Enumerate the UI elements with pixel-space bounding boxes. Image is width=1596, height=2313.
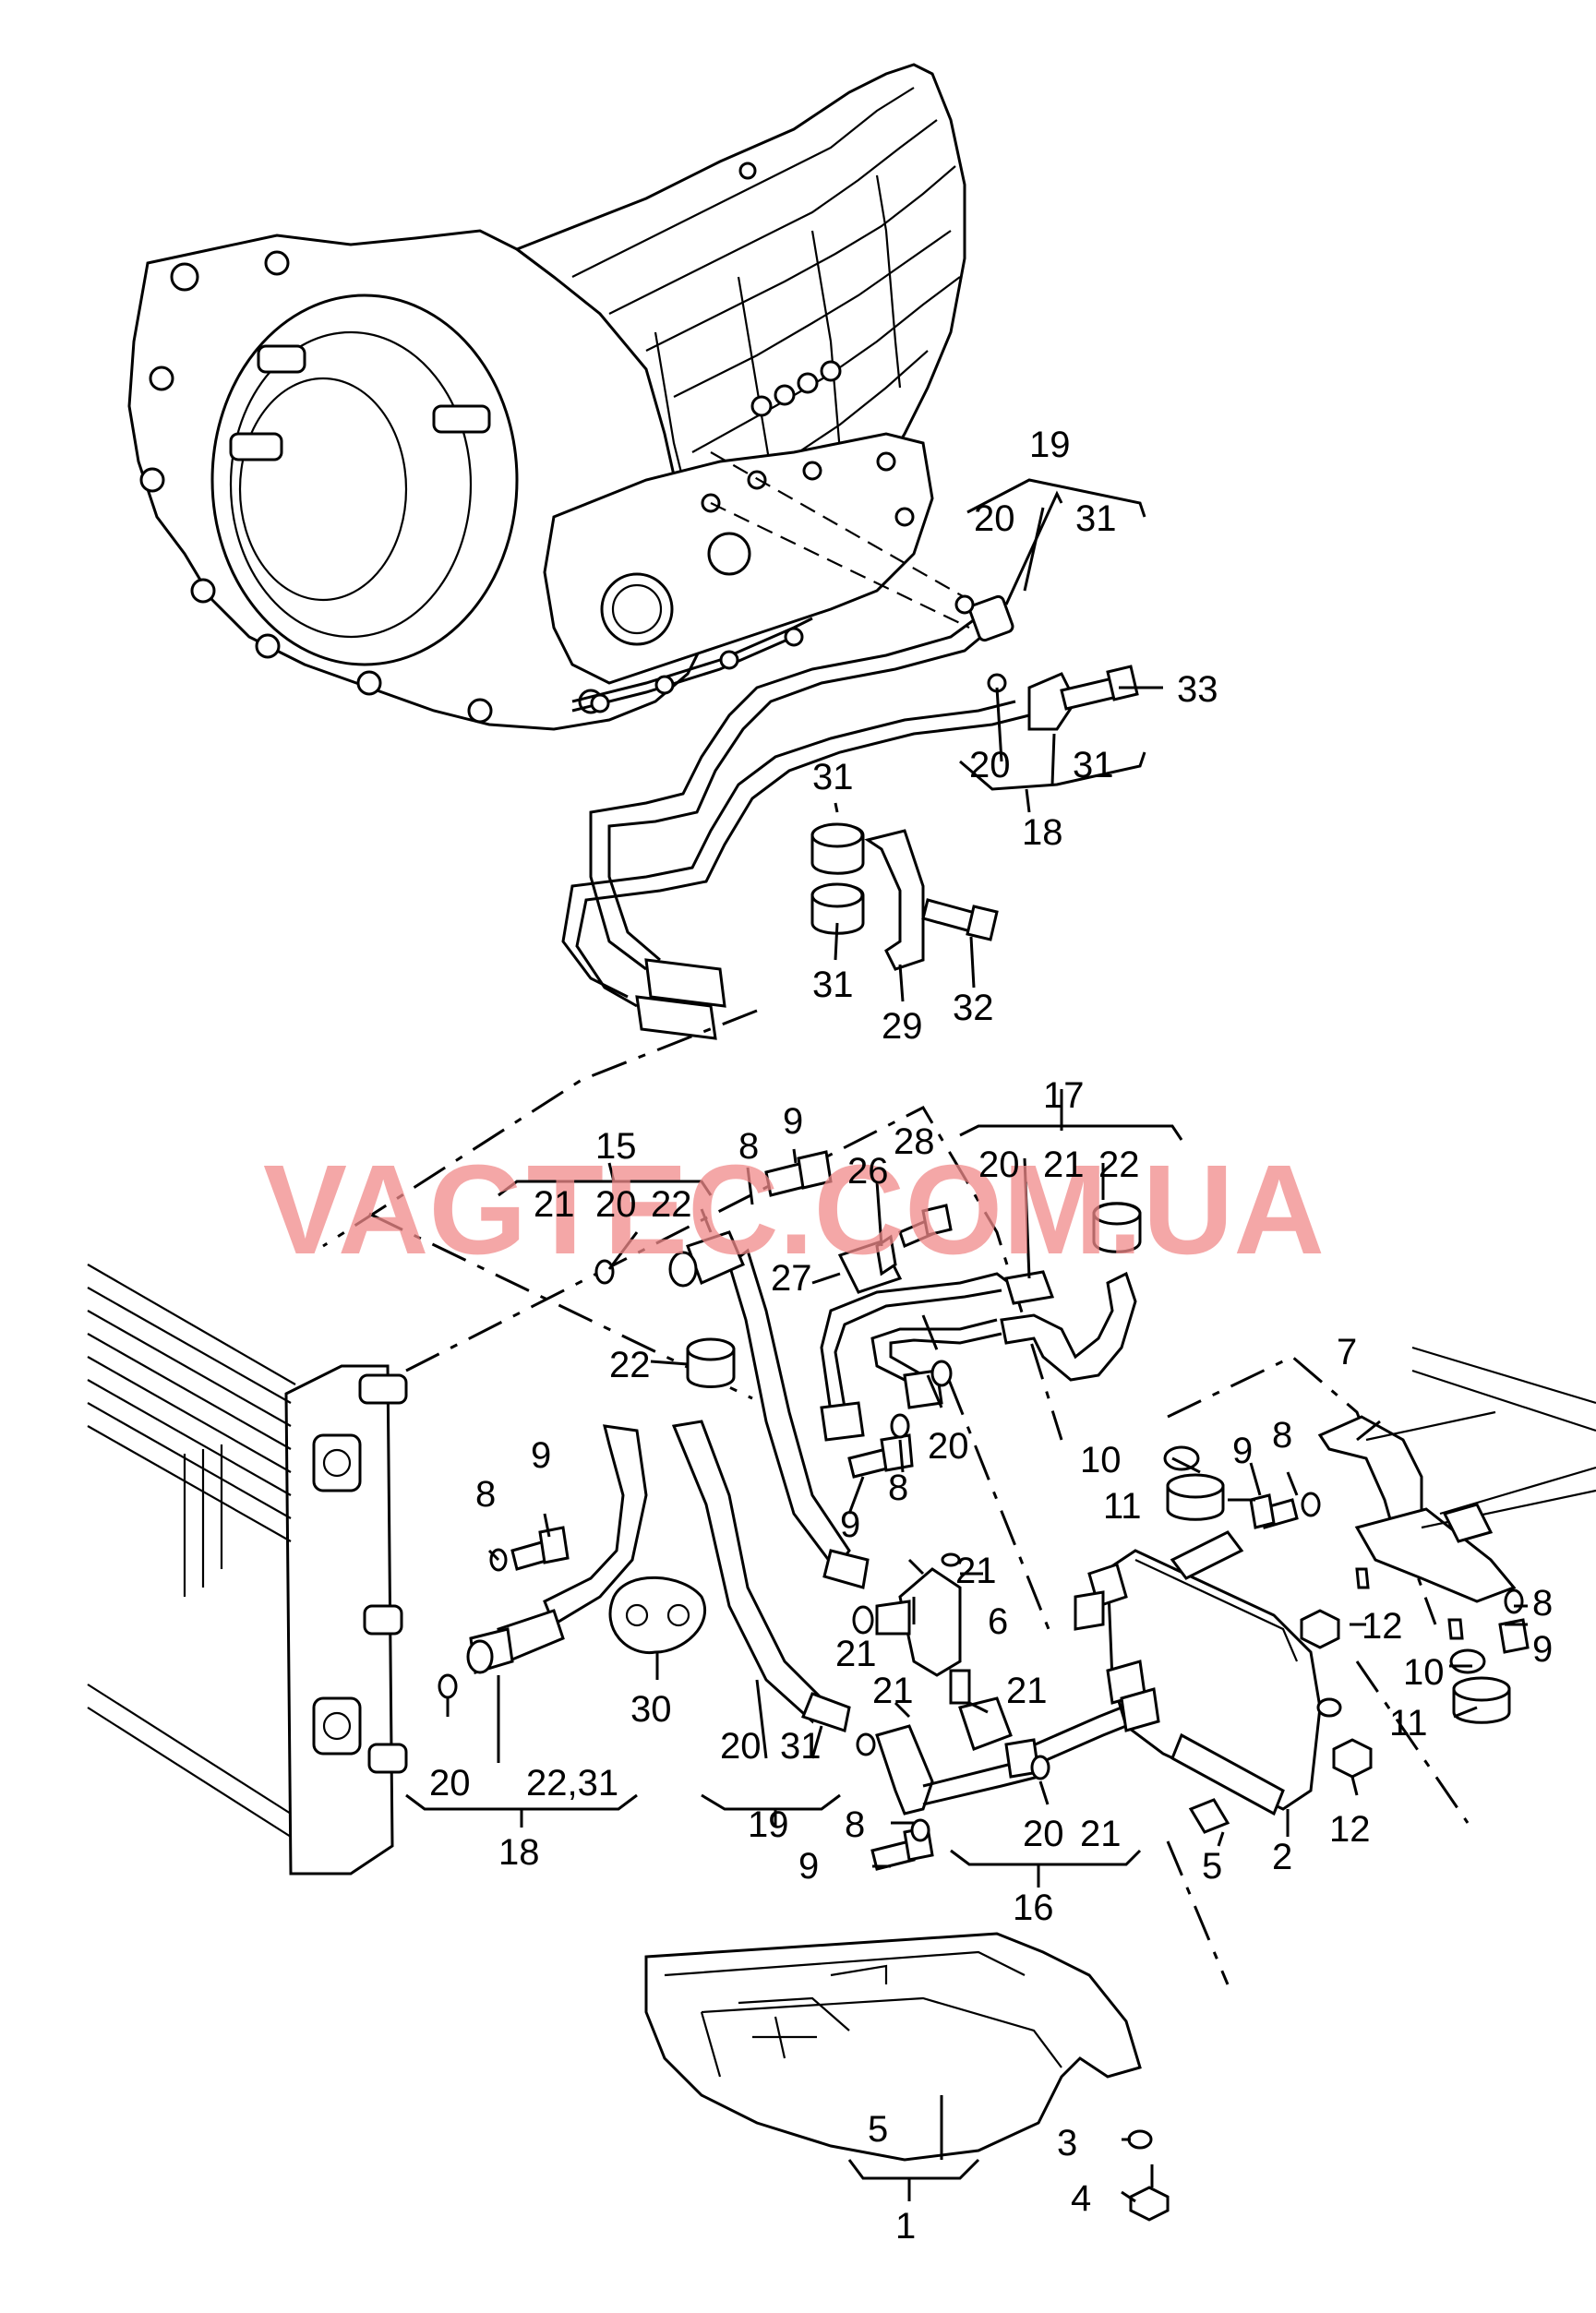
callout-20: 20: [1023, 1814, 1064, 1854]
callout-8: 8: [738, 1126, 759, 1167]
callout-18: 18: [498, 1832, 540, 1873]
callout-20: 20: [974, 498, 1015, 539]
callout-19: 19: [748, 1804, 789, 1845]
callout-8: 8: [1532, 1583, 1553, 1624]
callout-5: 5: [1202, 1846, 1222, 1887]
callout-labels: 19 20 31 33 20 31 18 31 31 29 32 17 15 8…: [429, 425, 1553, 2247]
callout-21: 21: [955, 1551, 997, 1591]
callout-9: 9: [1532, 1629, 1553, 1670]
callout-9: 9: [783, 1101, 803, 1142]
callout-12: 12: [1329, 1809, 1371, 1850]
callout-18: 18: [1022, 812, 1063, 853]
callout-28: 28: [894, 1121, 935, 1162]
callout-21: 21: [835, 1634, 877, 1674]
callout-20: 20: [928, 1426, 969, 1467]
callout-20: 20: [429, 1763, 471, 1804]
callout-31: 31: [812, 965, 854, 1005]
callout-22: 22: [609, 1345, 651, 1385]
radiator: [87, 1264, 408, 1876]
callout-15: 15: [595, 1126, 637, 1167]
callout-8: 8: [475, 1474, 496, 1515]
transmission-housing: [127, 63, 970, 731]
callout-9: 9: [531, 1435, 551, 1476]
callout-8: 8: [1272, 1415, 1292, 1456]
callout-6: 6: [988, 1601, 1008, 1642]
callout-31: 31: [1075, 498, 1117, 539]
callout-20: 20: [978, 1145, 1020, 1185]
callout-4: 4: [1071, 2178, 1091, 2219]
callout-22: 22: [651, 1184, 692, 1225]
oil-cooler: [1074, 1346, 1596, 1834]
callout-20: 20: [720, 1726, 762, 1767]
callout-3: 3: [1057, 2123, 1077, 2163]
callout-8: 8: [888, 1468, 908, 1508]
callout-21: 21: [1080, 1814, 1122, 1854]
callout-17: 17: [1043, 1075, 1085, 1116]
callout-20: 20: [595, 1184, 637, 1225]
callout-16: 16: [1013, 1888, 1054, 1928]
lower-hoses: [438, 1150, 870, 1732]
callout-10: 10: [1080, 1440, 1122, 1480]
callout-29: 29: [882, 1006, 923, 1047]
callout-31: 31: [1073, 745, 1114, 785]
callout-22-31: 22,31: [526, 1763, 618, 1804]
callout-26: 26: [847, 1151, 889, 1192]
callout-9: 9: [840, 1504, 860, 1545]
callout-9: 9: [1232, 1431, 1253, 1471]
heat-shield: [644, 1932, 1170, 2222]
callout-11: 11: [1389, 1703, 1428, 1744]
callout-9: 9: [798, 1846, 819, 1887]
callout-19: 19: [1029, 425, 1071, 465]
callout-12: 12: [1362, 1606, 1403, 1647]
callout-7: 7: [1337, 1332, 1357, 1372]
cooler-pipe-assembly: [820, 1202, 1150, 1871]
callout-21: 21: [1043, 1145, 1085, 1185]
callout-27: 27: [771, 1258, 812, 1299]
upper-cooler-pipes: [561, 594, 1139, 1040]
callout-10: 10: [1403, 1652, 1445, 1693]
callout-21: 21: [1006, 1671, 1048, 1711]
callout-21: 21: [872, 1671, 914, 1711]
callout-31: 31: [780, 1726, 822, 1767]
callout-2: 2: [1272, 1837, 1292, 1877]
callout-1: 1: [895, 2206, 916, 2247]
callout-31: 31: [812, 757, 854, 797]
callout-21: 21: [534, 1184, 575, 1225]
leader-lines: [405, 478, 1528, 2203]
callout-33: 33: [1177, 669, 1218, 710]
callout-22: 22: [1098, 1145, 1140, 1185]
callout-30: 30: [630, 1689, 672, 1730]
watermark: VAGTEC.COM.UA: [263, 1139, 1325, 1281]
callout-5: 5: [868, 2109, 888, 2150]
callout-32: 32: [953, 988, 994, 1028]
callout-11: 11: [1103, 1486, 1142, 1527]
callout-20: 20: [969, 745, 1011, 785]
callout-8: 8: [845, 1804, 865, 1845]
